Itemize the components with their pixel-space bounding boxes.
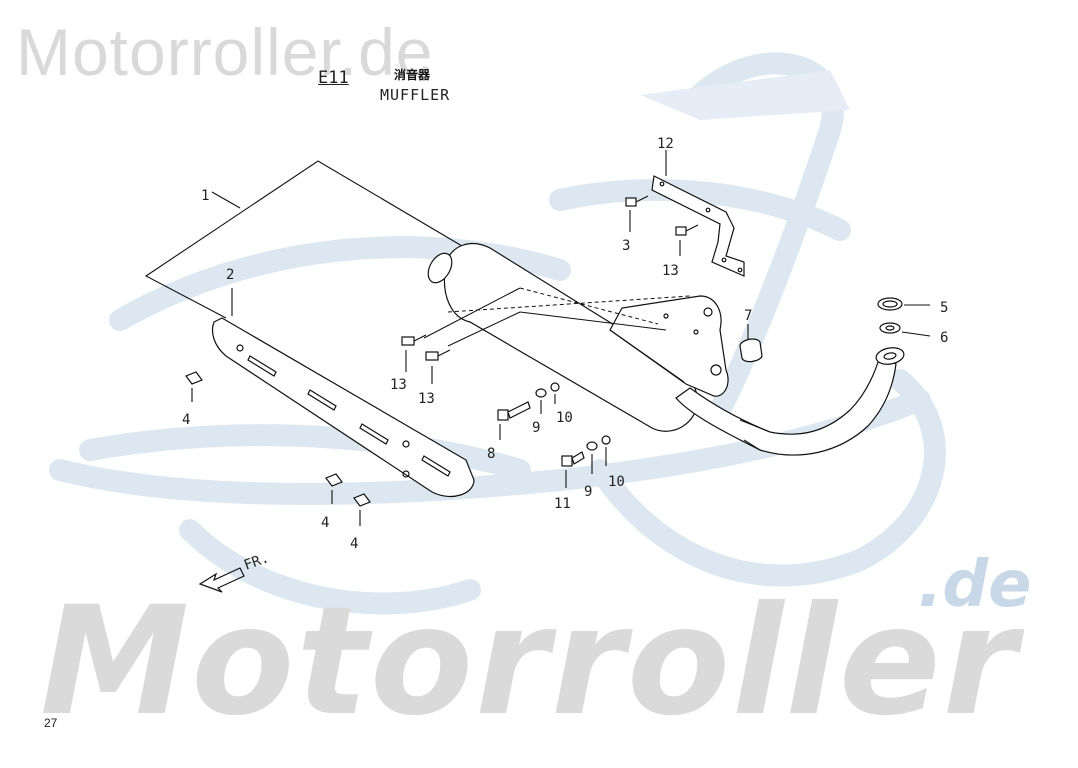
part-1-assembly-outline <box>144 160 463 319</box>
title-chinese: 消音器 <box>394 68 431 82</box>
callout-4-left: 4 <box>182 412 190 428</box>
callout-4-right: 4 <box>350 536 358 552</box>
washer-9-upper <box>535 388 547 414</box>
exhaust-pipe-part <box>675 347 905 456</box>
callout-1: 1 <box>201 188 209 204</box>
watermark-domain-suffix: .de <box>918 548 1032 622</box>
callout-3: 3 <box>622 238 630 254</box>
heat-shield-part <box>211 288 475 497</box>
callout-10-upper: 10 <box>556 410 573 426</box>
bolt-3 <box>625 195 649 232</box>
callout-7: 7 <box>744 308 752 324</box>
page-number: 27 <box>44 716 58 730</box>
callout-10-lower: 10 <box>608 474 625 490</box>
bolt-13-bracket <box>675 224 699 256</box>
callout-9-upper: 9 <box>532 420 540 436</box>
bracket-part <box>651 150 745 277</box>
watermark-bottom: Motorroller <box>40 575 1019 749</box>
callout-4-mid: 4 <box>321 515 329 531</box>
watermark-top: Motorroller.de <box>16 15 434 89</box>
nut-10-lower <box>601 435 611 466</box>
callout-8: 8 <box>487 446 495 462</box>
callout-9-lower: 9 <box>584 484 592 500</box>
callout-12: 12 <box>657 136 674 152</box>
section-code: E11 <box>318 68 349 88</box>
front-direction-arrow-icon <box>198 567 245 593</box>
bolt-8 <box>497 401 531 440</box>
callout-13-bracket: 13 <box>662 263 679 279</box>
callout-6: 6 <box>940 330 948 346</box>
bolt-11 <box>561 451 585 488</box>
bolt-13-left-bottom <box>425 349 451 384</box>
callout-13-left-top: 13 <box>390 377 407 393</box>
screw-4-right <box>353 493 371 526</box>
callout-13-left-bottom: 13 <box>418 391 435 407</box>
front-direction-label: FR. <box>242 550 271 574</box>
muffler-body-part <box>427 243 729 432</box>
callout-2: 2 <box>226 267 234 283</box>
callout-5: 5 <box>940 300 948 316</box>
nut-10-upper <box>550 382 560 404</box>
gasket-5 <box>877 297 930 311</box>
callout-11: 11 <box>554 496 571 512</box>
assembly-guide-lines <box>423 287 691 347</box>
diagram-title: MUFFLER <box>380 86 451 104</box>
washer-6 <box>879 322 931 337</box>
screw-4-left <box>185 371 203 402</box>
screw-4-mid <box>325 473 343 504</box>
washer-9-lower <box>586 441 598 474</box>
collar-7 <box>739 324 763 363</box>
bolt-13-left-top <box>401 334 427 372</box>
